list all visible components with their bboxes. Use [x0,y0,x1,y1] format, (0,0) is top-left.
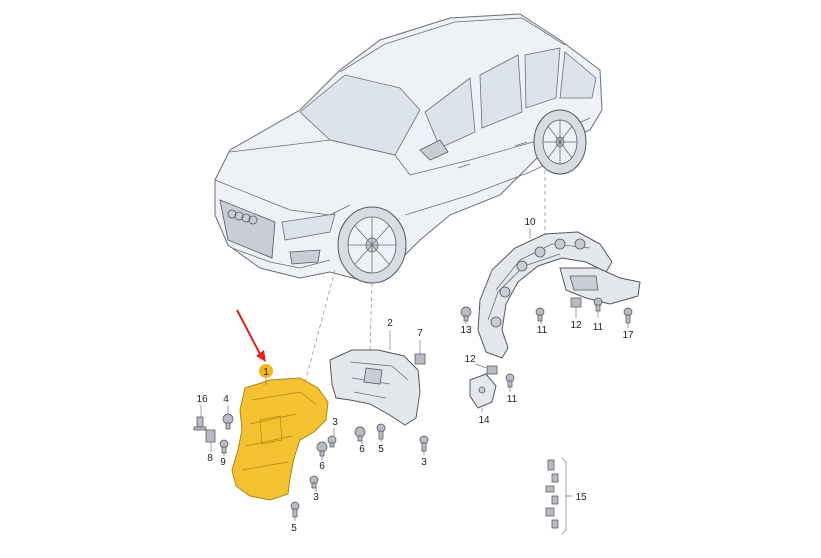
fastener-17[interactable] [623,307,633,324]
fastener-11c[interactable] [505,373,515,388]
label-part-8: 8 [207,453,213,464]
label-part-6a: 6 [319,461,325,472]
label-part-1-badge[interactable]: 1 [259,364,273,378]
fastener-6b[interactable] [354,426,366,442]
inner-liner-part-2[interactable] [329,349,421,426]
front-wheel [337,206,407,284]
fastener-12b[interactable] [486,365,498,375]
leader-lines [200,228,629,535]
label-part-3b: 3 [313,492,319,503]
label-part-9: 9 [220,457,226,468]
label-part-7: 7 [417,328,423,339]
fastener-13[interactable] [460,306,472,322]
label-part-11a: 11 [537,325,548,336]
label-part-12b: 12 [464,354,476,365]
fastener-11b[interactable] [593,297,603,312]
label-part-17: 17 [622,330,634,341]
label-part-4: 4 [223,394,229,405]
label-part-6b: 6 [359,444,365,455]
label-part-5a: 5 [291,523,297,534]
label-part-16: 16 [196,394,208,405]
fastener-16[interactable] [193,416,207,431]
label-part-11b: 11 [593,322,604,333]
fastener-12a[interactable] [570,297,582,308]
pointer-arrow [236,309,266,362]
label-part-2: 2 [387,318,393,329]
label-part-12a: 12 [570,320,582,331]
label-part-11c: 11 [507,394,518,405]
label-part-14: 14 [478,415,490,426]
label-part-3c: 3 [421,457,427,468]
fastener-3b[interactable] [309,475,319,489]
fastener-3c[interactable] [419,435,429,452]
fastener-8[interactable] [205,429,216,443]
label-part-3a: 3 [332,417,338,428]
label-part-15: 15 [575,492,587,503]
label-part-13: 13 [460,325,472,336]
bracket-part-14[interactable] [469,373,497,409]
fastener-6a[interactable] [316,441,328,457]
fastener-5a[interactable] [290,501,300,518]
vehicle-illustration [214,13,603,284]
label-part-5b: 5 [378,444,384,455]
fastener-4[interactable] [222,413,234,430]
part-labels: 1 2 3 3 3 4 5 5 6 6 7 8 9 10 11 11 11 12… [196,217,634,534]
fastener-9[interactable] [219,439,229,454]
fastener-7[interactable] [414,353,426,365]
fastener-5b[interactable] [376,423,386,440]
fastener-11a[interactable] [535,307,545,322]
wheel-housing-liner-part-1[interactable] [231,377,329,501]
brand-rings-logo [227,209,258,225]
label-part-1: 1 [263,367,269,378]
fastener-3a[interactable] [327,435,337,448]
fastener-set-15[interactable] [545,459,559,529]
rear-housing-liner-part-10[interactable] [477,231,641,359]
label-part-10: 10 [524,217,536,228]
rear-wheel [533,109,587,175]
